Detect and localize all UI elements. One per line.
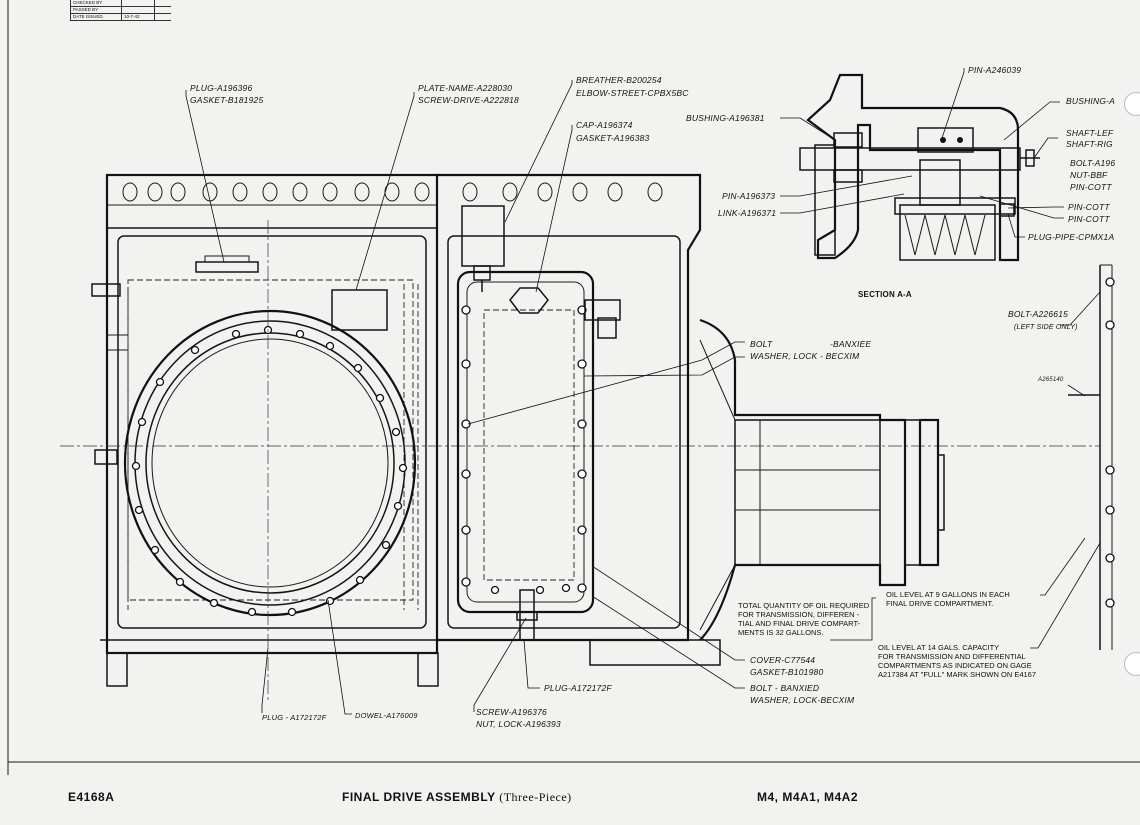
label-bolt-r: BOLT-A196 xyxy=(1070,158,1115,168)
label-cap-gasket: GASKET-A196383 xyxy=(576,133,649,143)
label-plug: PLUG-A196396 xyxy=(190,83,252,93)
label-screw: SCREW-A196376 xyxy=(476,707,547,717)
label-nut-lock: NUT, LOCK-A196393 xyxy=(476,719,561,729)
housing-center xyxy=(437,173,721,666)
label-left-side-only: (LEFT SIDE ONLY) xyxy=(1014,324,1078,331)
title-block-key: PASSED BY xyxy=(71,7,122,13)
title-block-row: PASSED BY xyxy=(71,7,171,14)
note-total-oil-1: TOTAL QUANTITY OF OIL REQUIRED xyxy=(738,601,870,610)
label-screw-drive: SCREW-DRIVE-A222818 xyxy=(418,95,519,105)
label-shaft-right: SHAFT-RIG xyxy=(1066,139,1113,149)
label-washer-2: WASHER, LOCK-BECXIM xyxy=(750,695,855,705)
label-plug-right: PLUG-A172172F xyxy=(544,683,612,693)
label-cap: CAP-A196374 xyxy=(576,120,633,130)
note-oil-9-2: FINAL DRIVE COMPARTMENT. xyxy=(886,599,993,608)
label-link: LINK-A196371 xyxy=(718,208,776,218)
note-total-oil-3: TIAL AND FINAL DRIVE COMPART- xyxy=(738,619,861,628)
note-oil-14-1: OIL LEVEL AT 14 GALS. CAPACITY xyxy=(878,643,999,652)
title-block-key: DATE ISSUED xyxy=(71,14,122,20)
callouts: PLUG-A196396 GASKET-B181925 PLATE-NAME-A… xyxy=(190,65,1115,729)
label-bolt-banxiee: BOLT xyxy=(750,339,773,349)
label-cover-gasket: GASKET-B101980 xyxy=(750,667,823,677)
section-aa xyxy=(799,73,1040,262)
label-breather: BREATHER-B200254 xyxy=(576,75,662,85)
label-plug-pipe: PLUG-PIPE-CPMX1A xyxy=(1028,232,1114,242)
note-total-oil-2: FOR TRANSMISSION, DIFFEREN - xyxy=(738,610,860,619)
drawing-title-sub: (Three-Piece) xyxy=(499,790,572,804)
punch-hole-bottom xyxy=(1124,652,1140,676)
title-block-value xyxy=(122,7,155,13)
label-cover: COVER-C77544 xyxy=(750,655,815,665)
title-block-row: CHECKED BY xyxy=(71,0,171,7)
title-block-value: 10-7-42 xyxy=(122,14,155,20)
label-pin-a196373: PIN-A196373 xyxy=(722,191,775,201)
label-a265140: A265140 xyxy=(1037,377,1064,383)
drawing-number: E4168A xyxy=(68,790,115,804)
label-elbow: ELBOW-STREET-CPBX5BC xyxy=(576,88,689,98)
title-block-row: DATE ISSUED 10-7-42 xyxy=(71,14,171,21)
drawing-title-main: FINAL DRIVE ASSEMBLY xyxy=(342,790,496,804)
label-nut-r: NUT-BBF xyxy=(1070,170,1108,180)
label-gasket: GASKET-B181925 xyxy=(190,95,263,105)
partial-view-right xyxy=(1068,264,1115,650)
punch-hole-top xyxy=(1124,92,1140,116)
notes: TOTAL QUANTITY OF OIL REQUIRED FOR TRANS… xyxy=(738,590,1036,679)
drawing-models: M4, M4A1, M4A2 xyxy=(757,790,859,804)
label-bolt-banxiee-2: -BANXIEE xyxy=(830,339,871,349)
top-holes xyxy=(122,182,663,202)
label-pin-top: PIN-A246039 xyxy=(968,65,1021,75)
note-oil-9-1: OIL LEVEL AT 9 GALLONS IN EACH xyxy=(886,590,1010,599)
label-bolt-a226615: BOLT-A226615 xyxy=(1008,309,1068,319)
label-pin-cott-2: PIN-COTT xyxy=(1068,202,1110,212)
housing-left xyxy=(91,173,445,687)
label-pin-cott-r: PIN-COTT xyxy=(1070,182,1112,192)
leader-lines xyxy=(185,68,1101,715)
label-section-aa: SECTION A-A xyxy=(858,290,912,299)
title-block: CHECKED BY PASSED BY DATE ISSUED 10-7-42 xyxy=(70,0,171,21)
label-washer: WASHER, LOCK - BECXIM xyxy=(750,351,860,361)
label-plug-left: PLUG - A172172F xyxy=(262,713,327,722)
note-oil-14-3: COMPARTMENTS AS INDICATED ON GAGE xyxy=(878,661,1032,670)
label-bolt-banxied: BOLT - BANXIED xyxy=(750,683,819,693)
label-shaft-left: SHAFT-LEF xyxy=(1066,128,1114,138)
title-block-key: CHECKED BY xyxy=(71,0,122,6)
label-bushing-left: BUSHING-A196381 xyxy=(686,113,765,123)
note-oil-14-4: A217384 AT "FULL" MARK SHOWN ON E4167 xyxy=(878,670,1036,679)
title-block-value xyxy=(122,0,155,6)
label-plate-name: PLATE-NAME-A228030 xyxy=(418,83,512,93)
label-pin-cott-3: PIN-COTT xyxy=(1068,214,1110,224)
drawing-title: FINAL DRIVE ASSEMBLY (Three-Piece) xyxy=(342,790,572,805)
label-dowel: DOWEL-A176009 xyxy=(355,711,418,720)
output-flange xyxy=(699,318,945,641)
note-total-oil-4: MENTS IS 32 GALLONS. xyxy=(738,628,823,637)
circular-cover xyxy=(123,309,417,617)
label-bushing-right: BUSHING-A xyxy=(1066,96,1115,106)
note-oil-14-2: FOR TRANSMISSION AND DIFFERENTIAL xyxy=(878,652,1026,661)
